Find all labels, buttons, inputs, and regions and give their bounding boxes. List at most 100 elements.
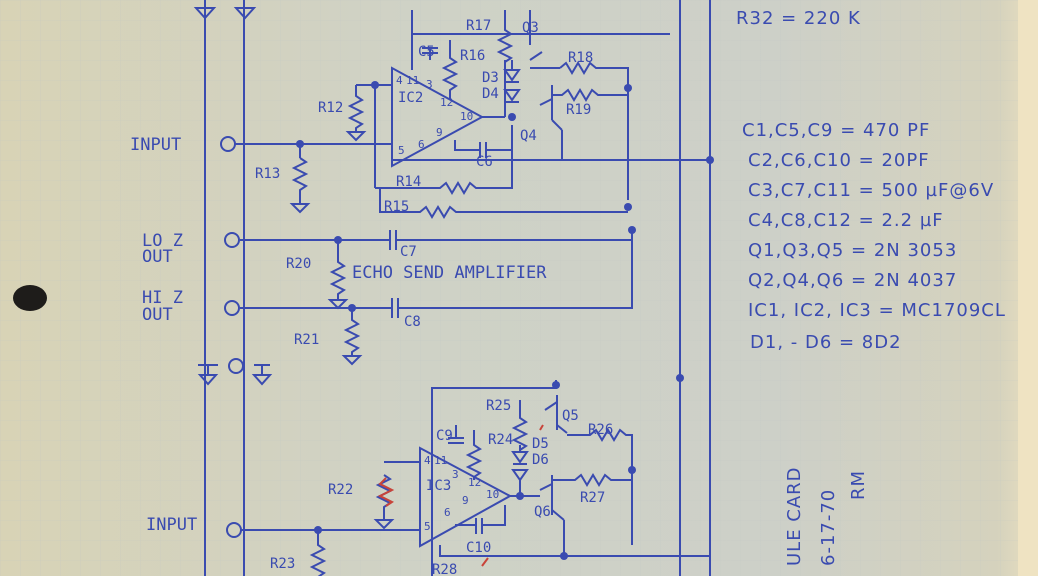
card-author: RM bbox=[848, 470, 869, 500]
ic2-pin6: 6 bbox=[418, 138, 425, 151]
echo-send-label: ECHO SEND AMPLIFIER bbox=[352, 263, 547, 283]
label-r16: R16 bbox=[460, 48, 485, 64]
label-r14: R14 bbox=[396, 174, 421, 190]
note-diodes: D1, - D6 = 8D2 bbox=[750, 332, 902, 353]
note-q-pnp: Q2,Q4,Q6 = 2N 4037 bbox=[748, 270, 957, 291]
input-jack-top bbox=[220, 136, 236, 152]
ic3-pin12: 12 bbox=[468, 476, 481, 489]
ic3-pin3: 3 bbox=[452, 468, 459, 481]
label-c8: C8 bbox=[404, 314, 421, 330]
label-r24: R24 bbox=[488, 432, 513, 448]
label-d5: D5 bbox=[532, 436, 549, 452]
label-c5: C5 bbox=[418, 44, 435, 60]
note-q-npn: Q1,Q3,Q5 = 2N 3053 bbox=[748, 240, 957, 261]
lo-z-jack bbox=[224, 232, 240, 248]
label-r13: R13 bbox=[255, 166, 280, 182]
input-label-top: INPUT bbox=[130, 135, 181, 155]
ground-symbols-top bbox=[193, 7, 257, 20]
ic3-pin11: 11 bbox=[434, 454, 447, 467]
c10-network bbox=[455, 505, 506, 534]
label-d6: D6 bbox=[532, 452, 549, 468]
red-marks bbox=[377, 424, 544, 567]
ic3-opamp bbox=[419, 446, 513, 548]
ic2-pin12: 12 bbox=[440, 96, 453, 109]
r13-network bbox=[235, 143, 392, 214]
ground-symbols-mid bbox=[197, 364, 273, 386]
label-r28: R28 bbox=[432, 562, 457, 576]
label-c9: C9 bbox=[436, 428, 453, 444]
ic2-pin3: 3 bbox=[426, 78, 433, 91]
label-r23: R23 bbox=[270, 556, 295, 572]
ic3-label: IC3 bbox=[426, 478, 451, 494]
ic3-pin4: 4 bbox=[424, 454, 431, 467]
note-ics: IC1, IC2, IC3 = MC1709CL bbox=[748, 300, 1006, 321]
label-r26: R26 bbox=[588, 422, 613, 438]
c9-r24-network bbox=[431, 380, 557, 480]
lo-z-out-label: OUT bbox=[142, 247, 173, 267]
label-q6: Q6 bbox=[534, 504, 551, 520]
ic3-pin5: 5 bbox=[424, 520, 431, 533]
r19-q4 bbox=[539, 85, 628, 160]
r12-network bbox=[345, 84, 392, 188]
ic2-opamp bbox=[391, 66, 485, 168]
label-d4: D4 bbox=[482, 86, 499, 102]
lo-z-label: LO Z bbox=[142, 231, 183, 251]
junctions bbox=[296, 81, 714, 560]
note-caps-pf: C1,C5,C9 = 470 PF bbox=[742, 120, 930, 141]
label-r12: R12 bbox=[318, 100, 343, 116]
ic2-pin9: 9 bbox=[436, 126, 443, 139]
label-c7: C7 bbox=[400, 244, 417, 260]
label-q4: Q4 bbox=[520, 128, 537, 144]
ic2-pin11: 11 bbox=[406, 74, 419, 87]
c6-network bbox=[454, 125, 513, 158]
r14 bbox=[375, 150, 513, 195]
label-c10: C10 bbox=[466, 540, 491, 556]
r15 bbox=[379, 188, 628, 219]
hi-z-label: HI Z bbox=[142, 288, 183, 308]
label-r18: R18 bbox=[568, 50, 593, 66]
r18-network bbox=[529, 10, 629, 200]
mid-jack bbox=[228, 358, 244, 374]
ic2-pin4: 4 bbox=[396, 74, 403, 87]
label-r17: R17 bbox=[466, 18, 491, 34]
label-r20: R20 bbox=[286, 256, 311, 272]
input-label-bottom: INPUT bbox=[146, 515, 197, 535]
punch-hole bbox=[13, 285, 47, 311]
label-r21: R21 bbox=[294, 332, 319, 348]
r27-q6 bbox=[539, 473, 632, 555]
ic2-pin10: 10 bbox=[460, 110, 473, 123]
input-jack-bottom bbox=[226, 522, 242, 538]
r25-d5-d6 bbox=[510, 400, 540, 497]
ic3-output-line bbox=[431, 388, 710, 576]
hi-z-network bbox=[240, 240, 633, 366]
card-title: ULE CARD bbox=[784, 466, 805, 566]
hi-z-jack bbox=[224, 300, 240, 316]
label-r27: R27 bbox=[580, 490, 605, 506]
note-caps-22uf: C4,C8,C12 = 2.2 µF bbox=[748, 210, 944, 231]
r23-network bbox=[240, 529, 420, 576]
paper-edge bbox=[1018, 0, 1038, 576]
ic3-pin6: 6 bbox=[444, 506, 451, 519]
label-r15: R15 bbox=[384, 199, 409, 215]
label-r22: R22 bbox=[328, 482, 353, 498]
r16 bbox=[441, 40, 459, 100]
wiring bbox=[193, 0, 711, 576]
card-date: 6-17-70 bbox=[818, 489, 839, 566]
ic3-pin9: 9 bbox=[462, 494, 469, 507]
label-r19: R19 bbox=[566, 102, 591, 118]
ic2-label: IC2 bbox=[398, 90, 423, 106]
label-r25: R25 bbox=[486, 398, 511, 414]
label-q5: Q5 bbox=[562, 408, 579, 424]
ic2-pin5: 5 bbox=[398, 144, 405, 157]
c5-network bbox=[411, 10, 670, 70]
label-c6: C6 bbox=[476, 154, 493, 170]
rails bbox=[204, 0, 711, 576]
label-q3: Q3 bbox=[522, 20, 539, 36]
label-d3: D3 bbox=[482, 70, 499, 86]
note-r32: R32 = 220 K bbox=[736, 8, 861, 29]
ic3-pin10: 10 bbox=[486, 488, 499, 501]
note-caps-20pf: C2,C6,C10 = 20PF bbox=[748, 150, 930, 171]
diodes-d3-d4 bbox=[503, 60, 521, 103]
